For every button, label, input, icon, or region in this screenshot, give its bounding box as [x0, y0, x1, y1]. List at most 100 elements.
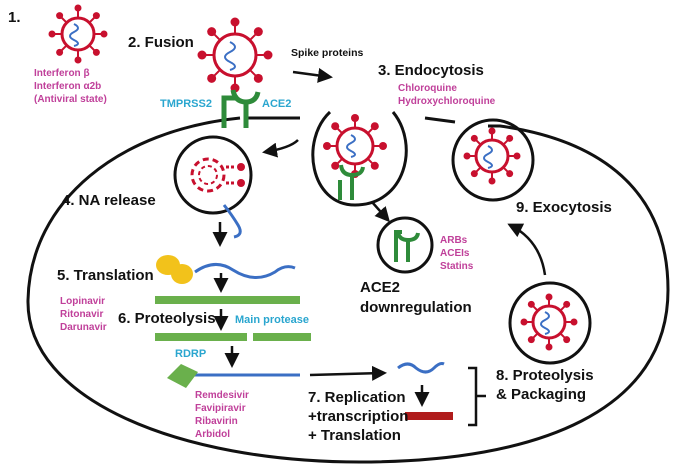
ace2-vesicle	[376, 216, 434, 274]
drug-arbs: ARBs	[440, 235, 468, 246]
arrow-fusion-to-endocytosis	[292, 67, 333, 83]
step-3-label: 3. Endocytosis	[378, 62, 484, 79]
spike-tip	[263, 50, 273, 60]
spike-tip	[470, 170, 478, 178]
spike-proteins-label: Spike proteins	[291, 47, 364, 59]
ace2-receptor-endosome	[338, 164, 365, 200]
translation-rna	[194, 263, 296, 279]
spike-tip	[323, 142, 331, 150]
spike-tip	[74, 4, 82, 12]
uncoating-virus	[190, 157, 245, 193]
drug-lopinavir: Lopinavir	[60, 296, 105, 307]
ribosome-icon	[156, 255, 193, 284]
ace2-downregulation-line-2: downregulation	[360, 299, 472, 316]
step-7-line-2: +transcription	[308, 408, 408, 425]
arrow-packaging-to-exocytosis	[507, 223, 547, 276]
spike-tip	[48, 30, 56, 38]
step-1-label: 1.	[8, 9, 21, 26]
step-7-line-1: 7. Replication	[308, 389, 406, 406]
spike-tip	[527, 336, 535, 344]
polyprotein-bar	[155, 296, 300, 304]
endocytosis-vesicle	[311, 110, 408, 207]
step-8-line-1: 8. Proteolysis	[496, 367, 594, 384]
spike-tip	[331, 161, 340, 170]
spike-tip	[207, 73, 217, 83]
rdrp-enzyme	[167, 364, 198, 388]
spike-tip	[379, 142, 387, 150]
spike-tip	[92, 48, 100, 56]
spike-tip	[488, 177, 496, 185]
step-5-label: 5. Translation	[57, 267, 154, 284]
drug-statins: Statins	[440, 261, 474, 272]
spike-tip	[463, 152, 471, 160]
drug-interferon-2: Interferon α2b	[34, 81, 101, 92]
spike-tip	[488, 127, 496, 135]
spike-tip	[520, 318, 528, 326]
spike-tip	[351, 114, 359, 122]
cleaved-protein-right	[253, 333, 311, 341]
drug-arbidol: Arbidol	[195, 429, 230, 440]
spike-tip	[563, 336, 571, 344]
arrow-endosome-to-ace2	[371, 201, 390, 223]
main-protease-label: Main protease	[235, 314, 309, 326]
step-9-label: 9. Exocytosis	[516, 199, 612, 216]
cleaved-protein-left	[155, 333, 247, 341]
ace2-receptor-internalised	[394, 230, 420, 262]
spike-tip	[545, 343, 553, 351]
drug-interferon-1: Interferon β	[34, 68, 90, 79]
drug-remdesivir: Remdesivir	[195, 390, 249, 401]
spike-tip	[207, 27, 217, 37]
virus-particle-fusion	[197, 17, 273, 93]
spike-tip	[92, 12, 100, 20]
ace2-downregulation-line-1: ACE2	[360, 279, 400, 296]
virus-particle-packaging	[520, 293, 578, 351]
spike-tip	[74, 56, 82, 64]
replicated-rna	[397, 362, 445, 374]
drug-darunavir: Darunavir	[60, 322, 107, 333]
step-8-line-2: & Packaging	[496, 386, 586, 403]
spike-tip	[513, 152, 521, 160]
spike-tip	[370, 122, 379, 131]
spike-tip	[370, 161, 379, 170]
spike-tip	[56, 48, 64, 56]
spike-tip	[230, 17, 240, 27]
tmprss2-protease	[221, 95, 238, 128]
ace2-label: ACE2	[262, 98, 291, 110]
translated-protein-bar	[405, 412, 453, 420]
drug-hydroxychloroquine: Hydroxychloroquine	[398, 96, 496, 107]
spike-tip	[527, 300, 535, 308]
cell-membrane	[26, 116, 670, 464]
packaging-vesicle	[508, 281, 592, 365]
spike-tip	[563, 300, 571, 308]
virus-particle-exocytosis	[463, 127, 521, 185]
spike-tip	[470, 134, 478, 142]
arrow-endosome-to-na-release	[262, 139, 299, 158]
rdrp-label: RDRP	[175, 348, 206, 360]
virus-particle-1	[48, 4, 108, 64]
drug-interferon-3: (Antiviral state)	[34, 94, 107, 105]
virus-particle-endocytosis	[323, 114, 387, 178]
spike-tip	[545, 293, 553, 301]
spike-tip	[56, 12, 64, 20]
drug-ribavirin: Ribavirin	[195, 416, 238, 427]
spike-tip	[331, 122, 340, 131]
arrow-to-replication	[309, 365, 387, 381]
exocytosis-vesicle	[451, 118, 535, 202]
drug-aceis: ACEIs	[440, 248, 470, 259]
drug-ritonavir: Ritonavir	[60, 309, 103, 320]
spike-tip	[197, 50, 207, 60]
released-rna	[222, 204, 242, 239]
spike-tip	[506, 170, 514, 178]
spike-tip	[100, 30, 108, 38]
bracket	[468, 366, 486, 427]
spike-tip	[570, 318, 578, 326]
step-4-label: 4. NA release	[62, 192, 156, 209]
spike-tip	[506, 134, 514, 142]
na-release-vesicle	[173, 135, 253, 215]
step-7-line-3: + Translation	[308, 427, 401, 444]
spike-tip	[253, 73, 263, 83]
spike-tip	[253, 27, 263, 37]
cell-membrane-right	[424, 116, 456, 124]
step-2-label: 2. Fusion	[128, 34, 194, 51]
